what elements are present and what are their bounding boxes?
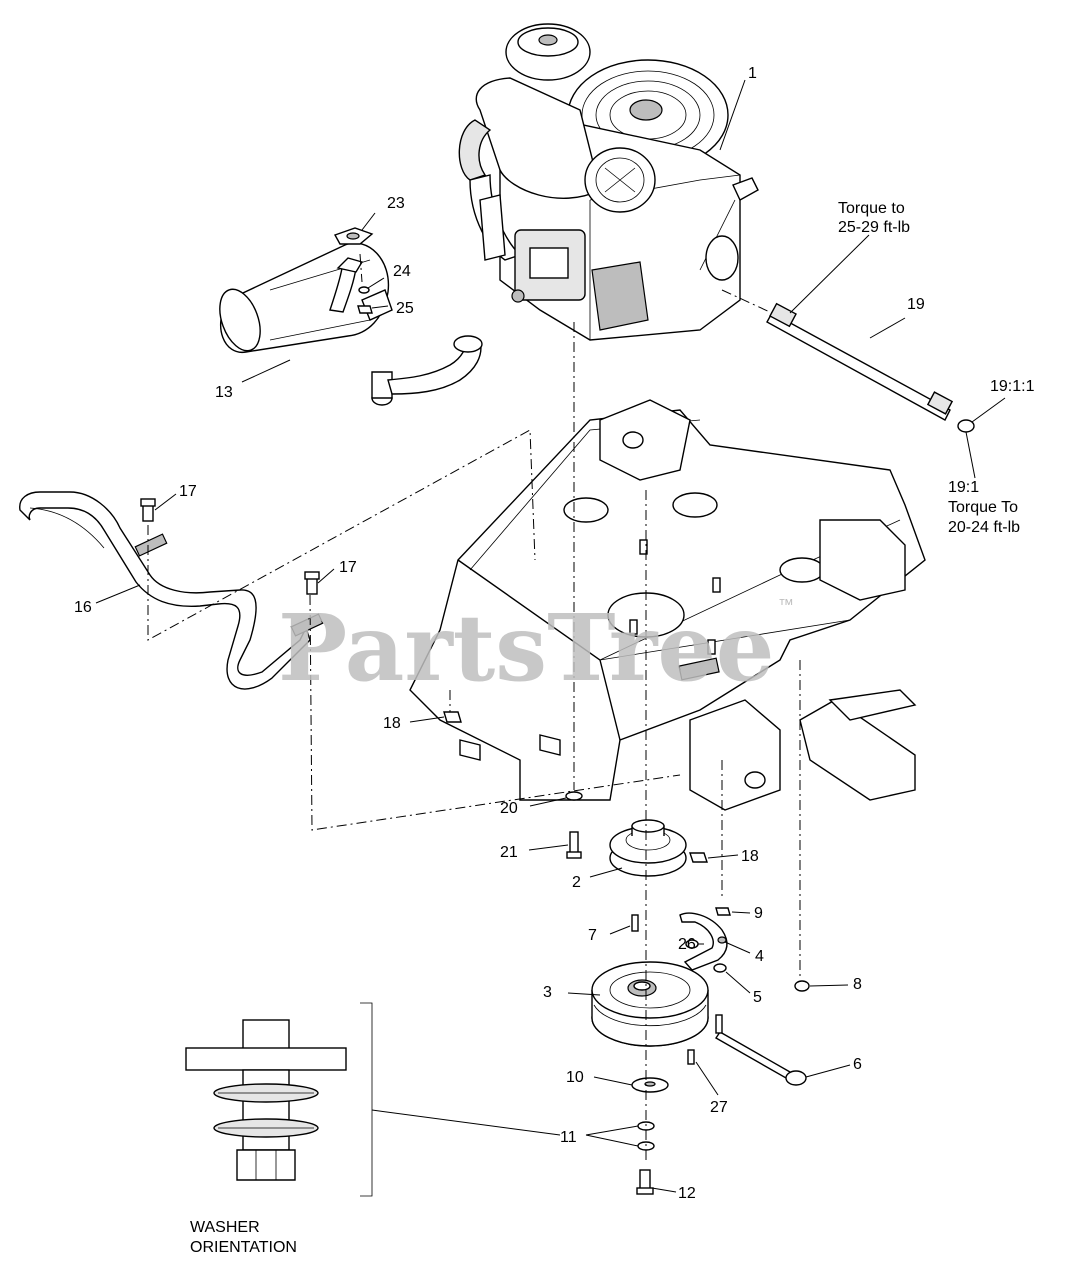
lockwasher-part-24[interactable] (358, 286, 370, 294)
callout-17a: 17 (179, 483, 197, 500)
callout-17b: 17 (339, 559, 357, 576)
mower-frame (409, 399, 926, 811)
callout-19: 19 (907, 296, 925, 313)
bolt-part-17b[interactable] (304, 571, 320, 595)
callout-5: 5 (753, 989, 762, 1006)
torque-note-top-line1: Torque to (838, 200, 905, 217)
torque-note-top: Torque to 25-29 ft-lb (838, 200, 910, 236)
callout-3: 3 (543, 984, 552, 1001)
callout-19-1-1: 19:1:1 (990, 378, 1035, 395)
callout-24: 24 (393, 263, 411, 280)
nut-part-18b[interactable] (689, 852, 708, 863)
callout-16: 16 (74, 599, 92, 616)
engine-part-1[interactable] (458, 23, 759, 341)
washer-part-20[interactable] (565, 791, 583, 801)
callout-6: 6 (853, 1056, 862, 1073)
callout-18b: 18 (741, 848, 759, 865)
key-part-7[interactable] (631, 914, 639, 932)
callout-1: 1 (748, 65, 757, 82)
clutch-part-3[interactable] (591, 961, 709, 1047)
callout-23: 23 (387, 195, 405, 212)
bolt-part-12[interactable] (636, 1169, 654, 1195)
nut-part-25[interactable] (357, 305, 373, 314)
link-part-6[interactable] (715, 1014, 807, 1086)
shaft-part-19[interactable] (766, 302, 954, 421)
torque-note-top-line2: 25-29 ft-lb (838, 219, 910, 236)
callout-2: 2 (572, 874, 581, 891)
pulley-part-2[interactable] (609, 819, 687, 877)
callout-10: 10 (566, 1069, 584, 1086)
muffler-part-13[interactable] (212, 242, 483, 406)
callout-labels: 1 2 3 4 5 6 7 8 9 10 11 12 13 16 17 17 1… (74, 65, 1035, 1202)
washer-orientation-detail (185, 1002, 561, 1197)
callout-27: 27 (710, 1099, 728, 1116)
callout-11: 11 (560, 1129, 577, 1146)
washer-part-5[interactable] (713, 963, 727, 973)
gasket-part-23[interactable] (333, 227, 374, 245)
bolt-part-17a[interactable] (140, 498, 156, 522)
callout-20: 20 (500, 800, 518, 817)
washer-caption-line2: ORIENTATION (190, 1239, 297, 1256)
bracket-part-4[interactable] (679, 912, 728, 971)
nut-part-8[interactable] (794, 980, 810, 992)
watermark-text: PartsTree (278, 594, 774, 702)
callout-4: 4 (755, 948, 764, 965)
torque-note-19-1-line2: Torque To (948, 499, 1018, 516)
callout-25: 25 (396, 300, 414, 317)
nut-part-19-1[interactable] (957, 419, 975, 433)
nut-part-18a[interactable] (443, 711, 462, 723)
bolt-part-21[interactable] (566, 831, 582, 859)
bolt-part-9[interactable] (715, 907, 731, 916)
callout-21: 21 (500, 844, 518, 861)
callout-18a: 18 (383, 715, 401, 732)
torque-note-19-1: 19:1 Torque To 20-24 ft-lb (948, 479, 1020, 536)
callout-8: 8 (853, 976, 862, 993)
callout-12: 12 (678, 1185, 696, 1202)
callout-7: 7 (588, 927, 597, 944)
torque-note-19-1-line1: 19:1 (948, 479, 979, 496)
watermark-trademark: ™ (778, 597, 794, 614)
washer-caption-line1: WASHER (190, 1219, 260, 1236)
washer-orientation-caption: WASHER ORIENTATION (190, 1219, 297, 1256)
callout-26: 26 (678, 936, 696, 953)
callout-13: 13 (215, 384, 233, 401)
leader-lines (95, 79, 1006, 1193)
bolt-part-27[interactable] (687, 1049, 695, 1065)
torque-note-19-1-line3: 20-24 ft-lb (948, 519, 1020, 536)
centerlines (147, 253, 801, 1160)
bar-part-16[interactable] (19, 491, 324, 690)
callout-9: 9 (754, 905, 763, 922)
washer-part-10[interactable] (631, 1077, 669, 1093)
watermark: PartsTree ™ (278, 594, 794, 702)
